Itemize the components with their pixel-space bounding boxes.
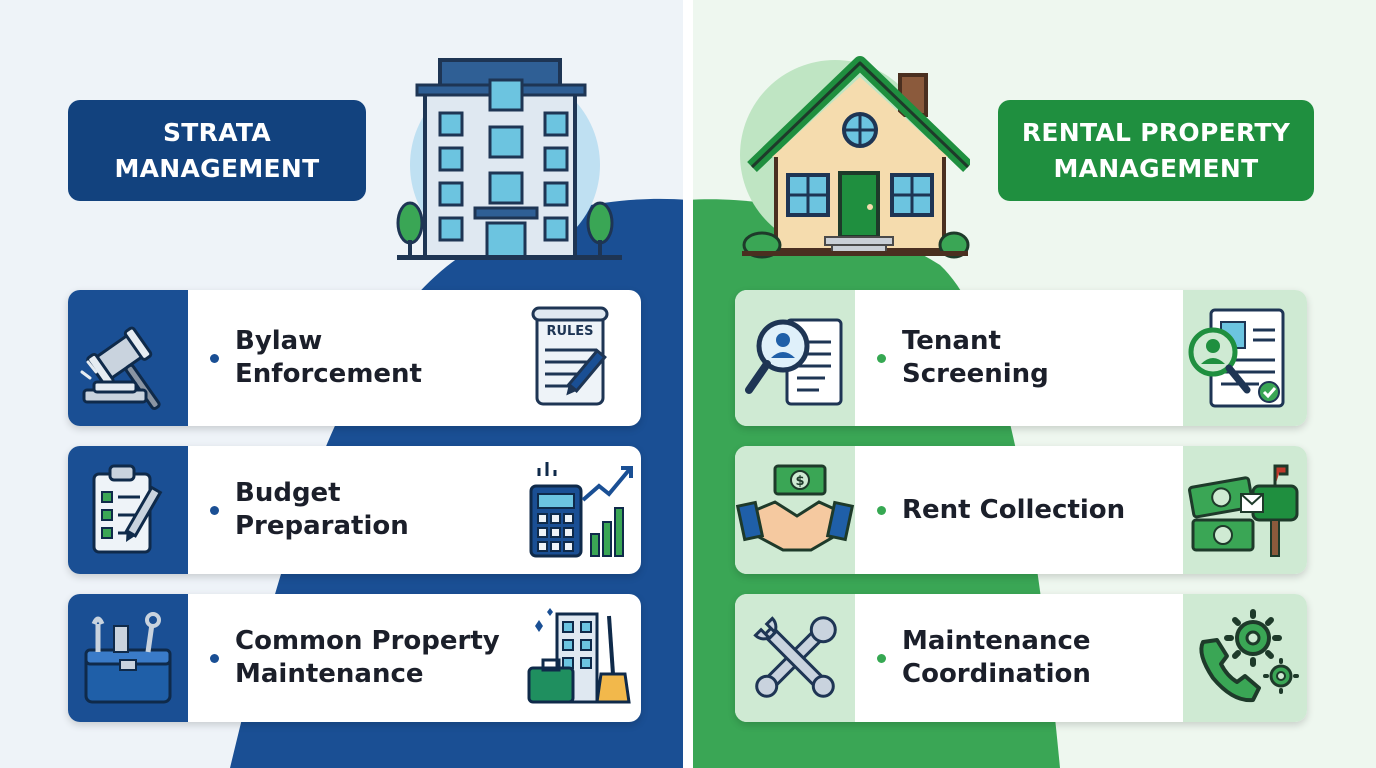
rental-title: RENTAL PROPERTY MANAGEMENT bbox=[998, 100, 1314, 201]
rental-card-maintenance: Maintenance Coordination bbox=[735, 594, 1307, 722]
rental-title-line1: RENTAL PROPERTY bbox=[1021, 117, 1291, 147]
strata-title-line1: STRATA bbox=[163, 117, 271, 147]
strata-card-icon-right bbox=[517, 446, 641, 574]
strata-card-icon-panel bbox=[68, 594, 188, 722]
item-line1: Bylaw bbox=[235, 326, 323, 356]
house-icon bbox=[740, 56, 970, 259]
strata-card-icon-panel bbox=[68, 446, 188, 574]
bullet bbox=[877, 505, 886, 515]
item-line1: Common Property bbox=[235, 626, 500, 656]
rental-card-icon-panel bbox=[735, 594, 855, 722]
calculator-growth-chart-icon bbox=[529, 462, 633, 558]
apartment-building-icon bbox=[396, 58, 622, 260]
item-line2: Maintenance bbox=[235, 659, 424, 689]
bullet bbox=[877, 653, 886, 663]
strata-card-budget: Budget Preparation bbox=[68, 446, 641, 574]
profile-check-icon bbox=[1188, 308, 1285, 408]
strata-item-label: Common Property Maintenance bbox=[188, 594, 517, 722]
rental-title-line2: MANAGEMENT bbox=[1053, 153, 1259, 183]
item-line1: Budget bbox=[235, 478, 341, 508]
item-line2: Screening bbox=[902, 359, 1049, 389]
bullet bbox=[877, 353, 886, 363]
toolbox-icon bbox=[84, 612, 172, 704]
item-line1: Rent Collection bbox=[902, 494, 1126, 525]
cash-mailbox-icon bbox=[1188, 464, 1299, 557]
strata-item-label: Budget Preparation bbox=[188, 446, 517, 574]
item-line1: Tenant bbox=[902, 326, 1001, 356]
phone-gear-icon bbox=[1199, 609, 1299, 703]
item-line1: Maintenance bbox=[902, 626, 1091, 656]
strata-item-label: Bylaw Enforcement bbox=[188, 290, 517, 426]
rental-item-label: Maintenance Coordination bbox=[855, 594, 1183, 722]
rental-card-rent: $ Rent Collection bbox=[735, 446, 1307, 574]
gavel-icon bbox=[80, 326, 161, 410]
strata-card-icon-panel bbox=[68, 290, 188, 426]
rental-card-icon-panel bbox=[735, 290, 855, 426]
rental-item-label: Tenant Screening bbox=[855, 290, 1183, 426]
rental-card-icon-panel: $ bbox=[735, 446, 855, 574]
rental-card-icon-right bbox=[1183, 290, 1307, 426]
strata-card-bylaw: Bylaw Enforcement RULES bbox=[68, 290, 641, 426]
handshake-cash-icon: $ bbox=[735, 464, 855, 552]
item-line2: Coordination bbox=[902, 659, 1091, 689]
strata-card-icon-right bbox=[517, 594, 641, 722]
rules-label: RULES bbox=[546, 324, 593, 339]
rental-card-screening: Tenant Screening bbox=[735, 290, 1307, 426]
item-line2: Enforcement bbox=[235, 359, 422, 389]
clipboard-checklist-icon bbox=[92, 464, 163, 554]
rental-item-label: Rent Collection bbox=[855, 446, 1183, 574]
strata-title: STRATA MANAGEMENT bbox=[68, 100, 366, 201]
bullet bbox=[210, 353, 219, 363]
magnifier-document-icon bbox=[745, 318, 843, 406]
strata-card-maintenance: Common Property Maintenance bbox=[68, 594, 641, 722]
item-line2: Preparation bbox=[235, 511, 409, 541]
strata-card-icon-right: RULES bbox=[517, 290, 641, 426]
svg-text:$: $ bbox=[795, 474, 804, 489]
rental-card-icon-right bbox=[1183, 446, 1307, 574]
rules-document-icon: RULES bbox=[531, 306, 609, 406]
building-cleaning-icon bbox=[527, 608, 631, 704]
bullet bbox=[210, 653, 219, 663]
bullet bbox=[210, 505, 219, 515]
rental-card-icon-right bbox=[1183, 594, 1307, 722]
wrench-screwdriver-icon bbox=[753, 616, 837, 698]
strata-title-line2: MANAGEMENT bbox=[114, 153, 320, 183]
